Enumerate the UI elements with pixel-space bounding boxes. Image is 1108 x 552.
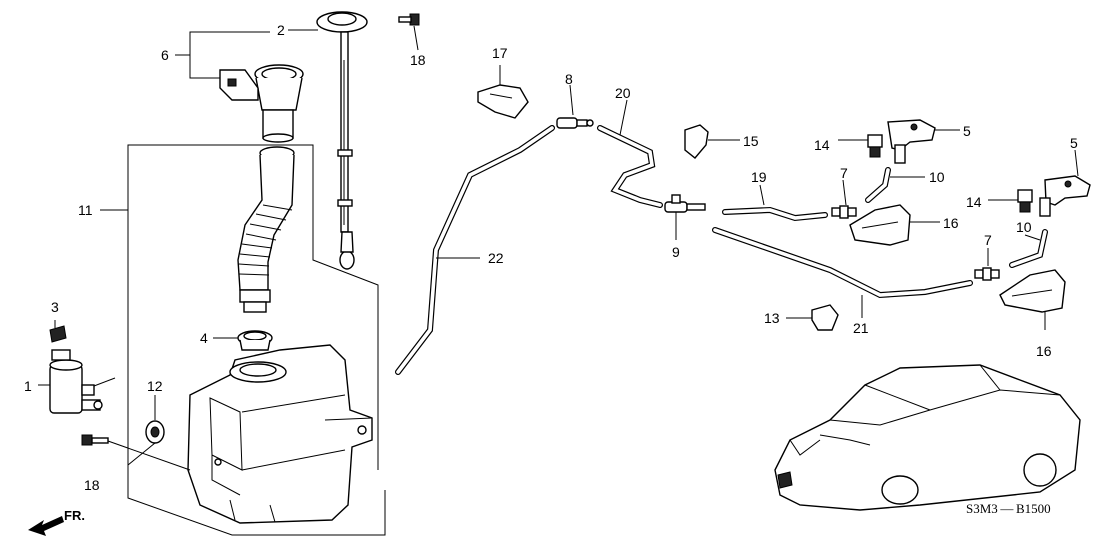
filler-neck-part	[219, 64, 304, 143]
callout-21: 21	[853, 320, 869, 336]
callout-8: 8	[565, 71, 573, 87]
filler-hose-part	[237, 146, 295, 313]
cover-16-upper	[849, 204, 940, 246]
callout-9: 9	[672, 244, 680, 260]
connector-7-upper	[831, 205, 857, 219]
bolt-18-upper	[398, 13, 420, 26]
callout-22: 22	[488, 250, 504, 266]
nozzle-5-lower	[1039, 175, 1091, 217]
clip-14-upper	[867, 134, 883, 158]
hose-22-part	[395, 125, 555, 375]
callout-10-upper: 10	[929, 169, 945, 185]
callout-4: 4	[200, 330, 208, 346]
callout-19: 19	[751, 169, 767, 185]
callout-10-lower: 10	[1016, 219, 1032, 235]
diagram-code: S3M3 — B1500	[966, 501, 1051, 516]
clip-13-part	[786, 304, 839, 331]
clip-15-part	[684, 124, 740, 159]
car-illustration	[774, 364, 1081, 511]
forward-direction-indicator: FR.	[28, 508, 85, 536]
level-gauge-part	[316, 11, 368, 270]
leader-lines	[38, 25, 1079, 420]
clip-14-lower	[1017, 189, 1033, 213]
callout-18-upper: 18	[410, 52, 426, 68]
callout-16-lower: 16	[1036, 343, 1052, 359]
joint-9-part	[664, 194, 706, 240]
hose-20-part	[597, 99, 663, 208]
hose-10-lower	[1009, 229, 1048, 268]
bolt-18-lower	[81, 434, 191, 471]
forward-label: FR.	[64, 508, 85, 523]
callout-6: 6	[161, 47, 169, 63]
nozzle-5-upper	[887, 119, 936, 164]
callout-14-lower: 14	[966, 194, 982, 210]
washer-tank-part	[187, 344, 373, 524]
washer-pump-part	[49, 325, 116, 414]
clip-17-part	[477, 84, 529, 119]
callout-5-upper: 5	[963, 123, 971, 139]
callout-20: 20	[615, 85, 631, 101]
callout-13: 13	[764, 310, 780, 326]
hose-10-upper	[865, 167, 925, 203]
callout-18-lower: 18	[84, 477, 100, 493]
callout-17: 17	[492, 45, 508, 61]
connector-7-lower	[974, 267, 1000, 281]
callout-15: 15	[743, 133, 759, 149]
hose-19-part	[722, 206, 828, 222]
callout-7-upper: 7	[840, 165, 848, 181]
callout-labels: 1 2 3 4 5 5 6 7 7 8 9 10 10 11 12 13 14 …	[24, 22, 1078, 493]
joint-8-part	[556, 84, 594, 129]
tank-assembly-bracket	[127, 144, 386, 536]
forward-arrow-icon	[28, 516, 64, 536]
callout-5-lower: 5	[1070, 135, 1078, 151]
callout-12: 12	[147, 378, 163, 394]
grommet-12-part	[127, 420, 165, 466]
callout-3: 3	[51, 299, 59, 315]
hose-21-part	[712, 227, 973, 318]
cover-16-lower	[999, 269, 1066, 330]
callout-7-lower: 7	[984, 232, 992, 248]
callout-16-upper: 16	[943, 215, 959, 231]
grommet-part	[237, 330, 273, 351]
callout-14-upper: 14	[814, 137, 830, 153]
callout-11: 11	[78, 202, 93, 218]
callout-2: 2	[277, 22, 285, 38]
callout-1: 1	[24, 378, 32, 394]
